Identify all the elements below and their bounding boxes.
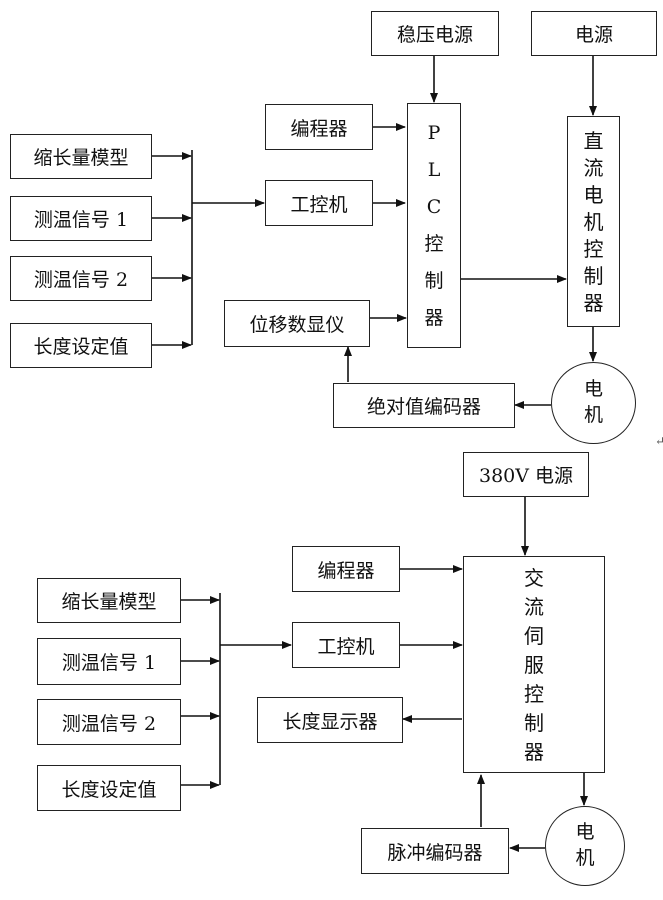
ac-servo-char: 控: [524, 681, 544, 706]
dc-motor-controller-box: 直 流 电 机 控 制 器: [567, 116, 620, 327]
length-display-box: 长度显示器: [257, 697, 403, 743]
pulse-encoder-box: 脉冲编码器: [361, 828, 509, 874]
motor-char: 电: [583, 378, 603, 401]
motor-char: 机: [575, 847, 595, 869]
bottom-input-shrinkage-model: 缩长量模型: [37, 578, 181, 623]
bottom-motor-circle: 电 机: [545, 806, 625, 886]
bottom-input-temp-signal-2: 测温信号 2: [37, 699, 181, 745]
ac-servo-controller-box: 交 流 伺 服 控 制 器: [463, 556, 605, 773]
plc-char: L: [427, 158, 441, 181]
dc-controller-char: 制: [583, 263, 604, 288]
bottom-ipc-box: 工控机: [292, 622, 400, 668]
top-input-temp-signal-1: 测温信号 1: [10, 196, 152, 241]
displacement-display-box: 位移数显仪: [224, 300, 370, 347]
absolute-encoder-box: 绝对值编码器: [333, 383, 515, 428]
plc-char: C: [426, 195, 442, 218]
bottom-input-temp-signal-1: 测温信号 1: [37, 638, 181, 685]
stabilized-power-box: 稳压电源: [371, 11, 499, 56]
top-input-length-setpoint: 长度设定值: [10, 323, 152, 368]
dc-controller-char: 电: [583, 182, 604, 207]
plc-char: 控: [424, 232, 444, 255]
top-input-shrinkage-model: 缩长量模型: [10, 134, 152, 179]
power-box: 电源: [531, 11, 657, 56]
ac-servo-char: 交: [524, 565, 544, 590]
dc-controller-char: 直: [583, 128, 604, 153]
motor-char: 电: [575, 821, 595, 844]
plc-char: P: [427, 121, 441, 144]
ac-servo-char: 服: [524, 652, 544, 677]
plc-controller-box: P L C 控 制 器: [407, 103, 461, 348]
dc-controller-char: 器: [583, 290, 604, 315]
margin-mark: ↵: [655, 434, 663, 448]
top-programmer-box: 编程器: [265, 104, 373, 150]
bottom-input-length-setpoint: 长度设定值: [37, 765, 181, 811]
ac-servo-char: 制: [524, 710, 544, 735]
dc-controller-char: 机: [583, 209, 604, 234]
top-ipc-box: 工控机: [265, 180, 373, 226]
ac-servo-char: 伺: [524, 623, 544, 648]
top-input-temp-signal-2: 测温信号 2: [10, 256, 152, 301]
ac-servo-char: 流: [524, 594, 544, 619]
dc-controller-char: 流: [583, 155, 604, 180]
dc-controller-char: 控: [583, 236, 604, 261]
power-380v-box: 380V 电源: [463, 452, 589, 497]
ac-servo-char: 器: [524, 739, 544, 764]
motor-char: 机: [583, 404, 603, 426]
plc-char: 器: [424, 306, 444, 329]
plc-char: 制: [424, 269, 444, 292]
bottom-programmer-box: 编程器: [292, 546, 400, 592]
top-motor-circle: 电 机: [551, 362, 636, 444]
